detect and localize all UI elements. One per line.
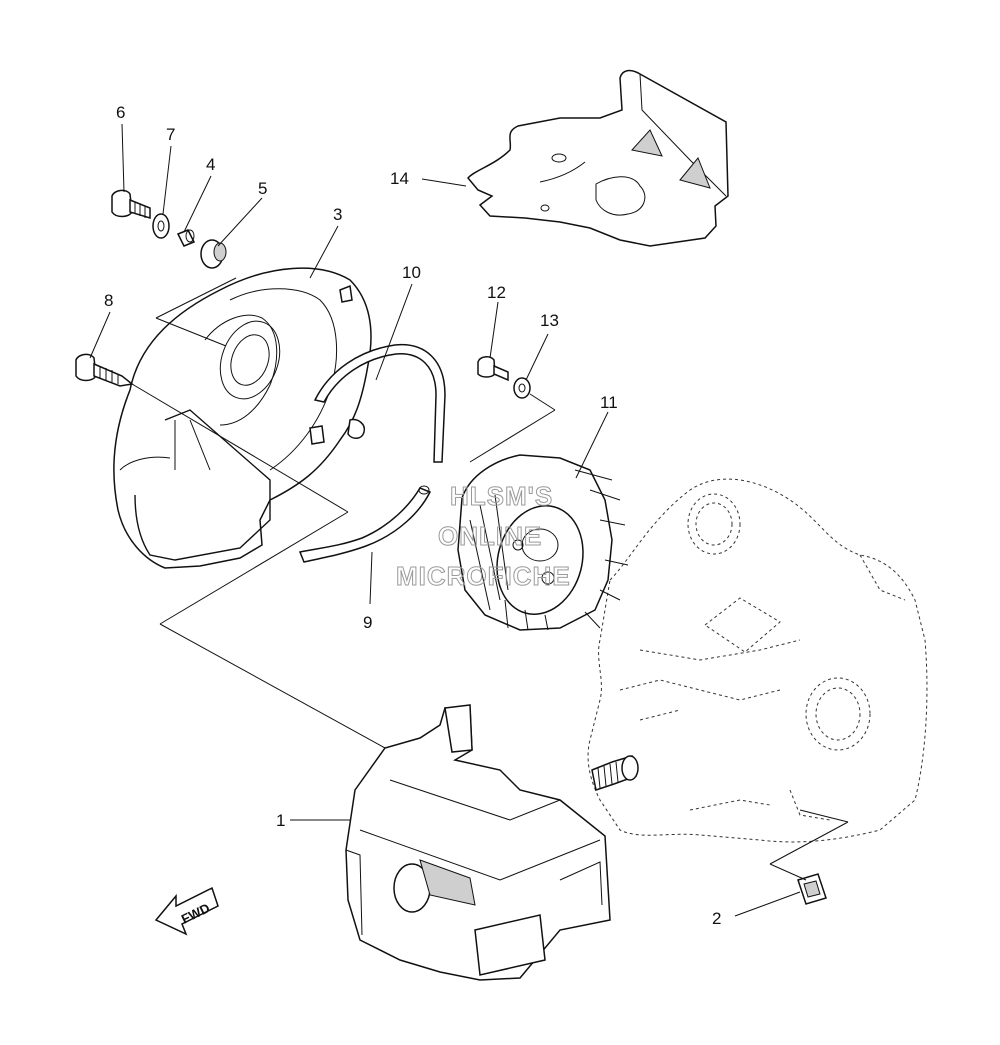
part-2-clip bbox=[797, 873, 827, 905]
watermark: HLSM'S ONLINE MICROFICHE bbox=[396, 481, 571, 592]
callout-5: 5 bbox=[258, 179, 267, 198]
part-13-washer bbox=[513, 377, 531, 399]
fwd-arrow-icon: FWD bbox=[154, 886, 219, 936]
watermark-line-2: ONLINE bbox=[438, 521, 542, 551]
part-12-bolt bbox=[477, 356, 509, 382]
callout-4: 4 bbox=[206, 155, 215, 174]
watermark-line-3: MICROFICHE bbox=[396, 561, 571, 591]
callout-14: 14 bbox=[390, 169, 409, 188]
part-9-hose bbox=[298, 485, 432, 563]
callout-3: 3 bbox=[333, 205, 342, 224]
part-3-fan-shroud bbox=[113, 267, 372, 569]
callout-6: 6 bbox=[116, 103, 125, 122]
engine-crankcase bbox=[587, 478, 928, 843]
assembly-lines bbox=[131, 277, 849, 881]
part-8-screw bbox=[75, 353, 134, 387]
callout-12: 12 bbox=[487, 283, 506, 302]
part-5-grommet bbox=[200, 239, 227, 269]
callout-8: 8 bbox=[104, 291, 113, 310]
callout-numbers: 1 2 3 4 5 6 7 8 9 10 11 12 13 14 bbox=[104, 103, 721, 928]
part-11-cooling-fan bbox=[457, 454, 629, 631]
part-7-washer bbox=[152, 213, 170, 239]
callout-7: 7 bbox=[166, 125, 175, 144]
leader-lines bbox=[89, 123, 801, 917]
watermark-line-1: HLSM'S bbox=[450, 481, 553, 511]
part-14-shield-plate bbox=[467, 69, 729, 247]
callout-2: 2 bbox=[712, 909, 721, 928]
part-1-lower-cover bbox=[345, 704, 611, 981]
callout-10: 10 bbox=[402, 263, 421, 282]
callout-1: 1 bbox=[276, 811, 285, 830]
callout-11: 11 bbox=[600, 393, 618, 412]
part-10-hose bbox=[313, 343, 446, 463]
callout-9: 9 bbox=[363, 613, 372, 632]
callout-13: 13 bbox=[540, 311, 559, 330]
part-4-collar bbox=[176, 229, 196, 247]
part-6-bolt bbox=[111, 189, 151, 220]
